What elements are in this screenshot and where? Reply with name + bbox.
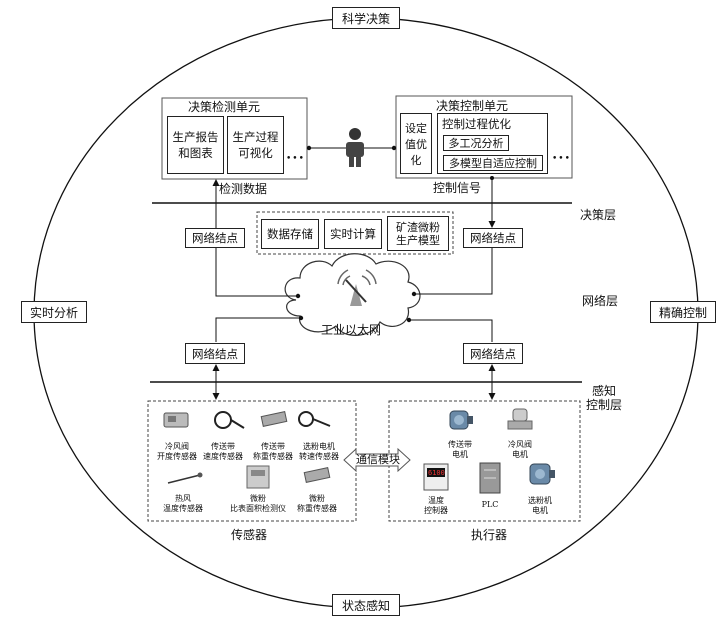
sensor-powder-weigh: 微粉 称重传感器 (297, 494, 337, 513)
sensors-caption: 传感器 (231, 528, 268, 542)
actuator-belt-motor: 传送带 电机 (448, 440, 472, 459)
detection-ellipsis: ••• (286, 154, 305, 164)
setpoint-optimization-box: 设定 值优化 (400, 113, 432, 174)
actuator-valve-motor: 冷风阀 电机 (508, 440, 532, 459)
actuator-icons (423, 408, 555, 494)
layer-network: 网络层 (582, 294, 619, 308)
control-unit-frame (395, 95, 573, 179)
layer-decision: 决策层 (580, 208, 617, 222)
detection-unit-frame (161, 97, 308, 180)
comm-module-label: 通信模块 (356, 453, 400, 466)
sensor-icons (163, 411, 331, 489)
detection-unit-title: 决策检测单元 (188, 100, 261, 114)
control-optimization-title: 控制过程优化 (442, 117, 511, 131)
control-unit-title: 决策控制单元 (436, 99, 509, 113)
actuator-classifier-motor: 选粉机 电机 (528, 496, 552, 515)
report-chart-box: 生产报告 和图表 (167, 116, 224, 174)
control-signal-caption: 控制信号 (433, 181, 482, 195)
detection-data-caption: 检测数据 (219, 182, 268, 196)
sensor-cold-valve: 冷风阀 开度传感器 (157, 442, 197, 461)
sensor-belt-weigh: 传送带 称重传感器 (253, 442, 293, 461)
operator-icon (346, 128, 364, 167)
temp-display-value: 6100 (428, 469, 445, 477)
actuator-temp-controller: 温度 控制器 (424, 496, 448, 515)
control-ellipsis: ••• (552, 154, 571, 164)
comm-arrow (343, 447, 411, 473)
network-node-bottom-left: 网络结点 (185, 343, 245, 364)
sensor-motor-speed: 选粉电机 转速传感器 (299, 442, 339, 461)
ethernet-label: 工业以太网 (321, 323, 382, 337)
label-precise-control: 精确控制 (650, 301, 716, 323)
label-realtime-analysis: 实时分析 (21, 301, 87, 323)
network-node-top-right: 网络结点 (463, 228, 523, 248)
sensor-belt-speed: 传送带 速度传感器 (203, 442, 243, 461)
label-state-perception: 状态感知 (332, 594, 400, 616)
sensor-surface-area: 微粉 比表面积检测仪 (230, 494, 286, 513)
ethernet-cloud (284, 253, 421, 336)
process-visualization-box: 生产过程 可视化 (227, 116, 284, 174)
actuators-caption: 执行器 (471, 528, 508, 542)
layer-perception: 感知 控制层 (586, 384, 623, 412)
network-node-bottom-right: 网络结点 (463, 343, 523, 364)
adaptive-control-box: 多模型自适应控制 (443, 155, 543, 171)
label-scientific-decision: 科学决策 (332, 7, 400, 29)
slag-model-box: 矿渣微粉 生产模型 (387, 216, 449, 251)
network-node-top-left: 网络结点 (185, 228, 245, 248)
sensor-hot-air-temp: 热风 温度传感器 (163, 494, 203, 513)
control-optimization-box: 控制过程优化 多工况分析 多模型自适应控制 (437, 113, 548, 174)
data-storage-box: 数据存储 (261, 219, 319, 249)
realtime-compute-box: 实时计算 (324, 219, 382, 249)
actuator-plc: PLC (481, 500, 499, 509)
multi-condition-box: 多工况分析 (443, 135, 509, 151)
